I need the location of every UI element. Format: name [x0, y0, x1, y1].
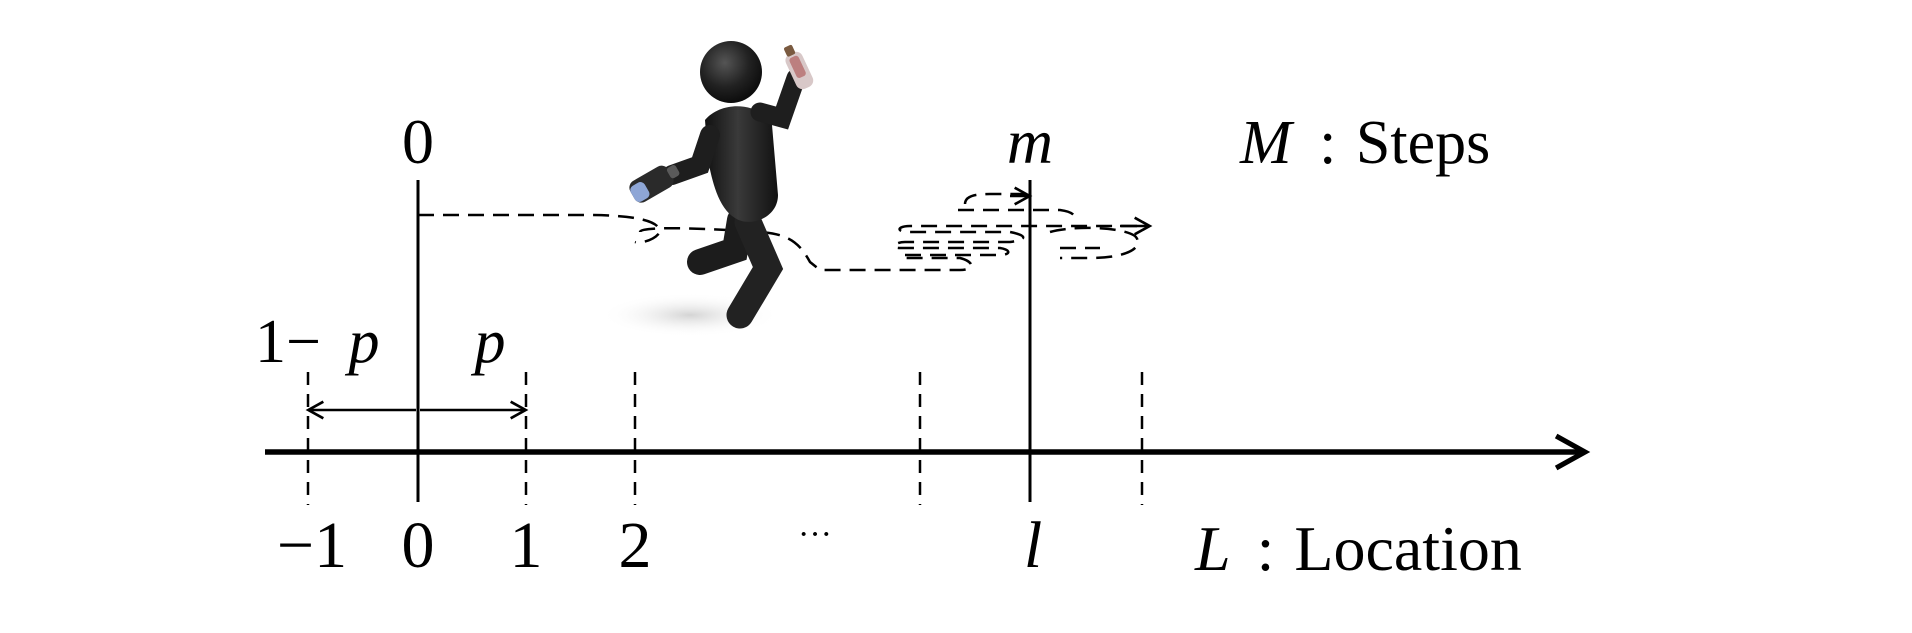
steps-start-label: 0 [402, 106, 434, 177]
tick-label-minus-1: −1 [277, 509, 347, 582]
location-axis-var: L [1194, 513, 1231, 584]
tick-label-0: 0 [402, 509, 435, 582]
right-probability-label: p [471, 308, 506, 376]
left-probability-label: 1− p [255, 308, 379, 376]
steps-axis-var: M [1239, 109, 1295, 177]
location-axis-title: L : Location [1194, 513, 1522, 584]
left-probability-prefix: 1− [255, 308, 321, 376]
steps-axis-title: M : Steps [1239, 109, 1490, 177]
left-probability-var: p [344, 308, 379, 376]
tick-label-1: 1 [510, 509, 543, 582]
steps-axis-text: Steps [1356, 109, 1490, 177]
tick-label-2: 2 [619, 509, 652, 582]
tick-label-ellipsis: ··· [798, 516, 832, 553]
location-axis-text: Location [1294, 513, 1521, 584]
tick-label-l: l [1024, 509, 1042, 582]
location-axis-sep: : [1257, 513, 1275, 584]
random-walk-path [418, 192, 1140, 272]
steps-axis-sep: : [1319, 109, 1336, 177]
running-drunk-person-icon [600, 41, 814, 337]
steps-end-label: m [1007, 106, 1053, 177]
